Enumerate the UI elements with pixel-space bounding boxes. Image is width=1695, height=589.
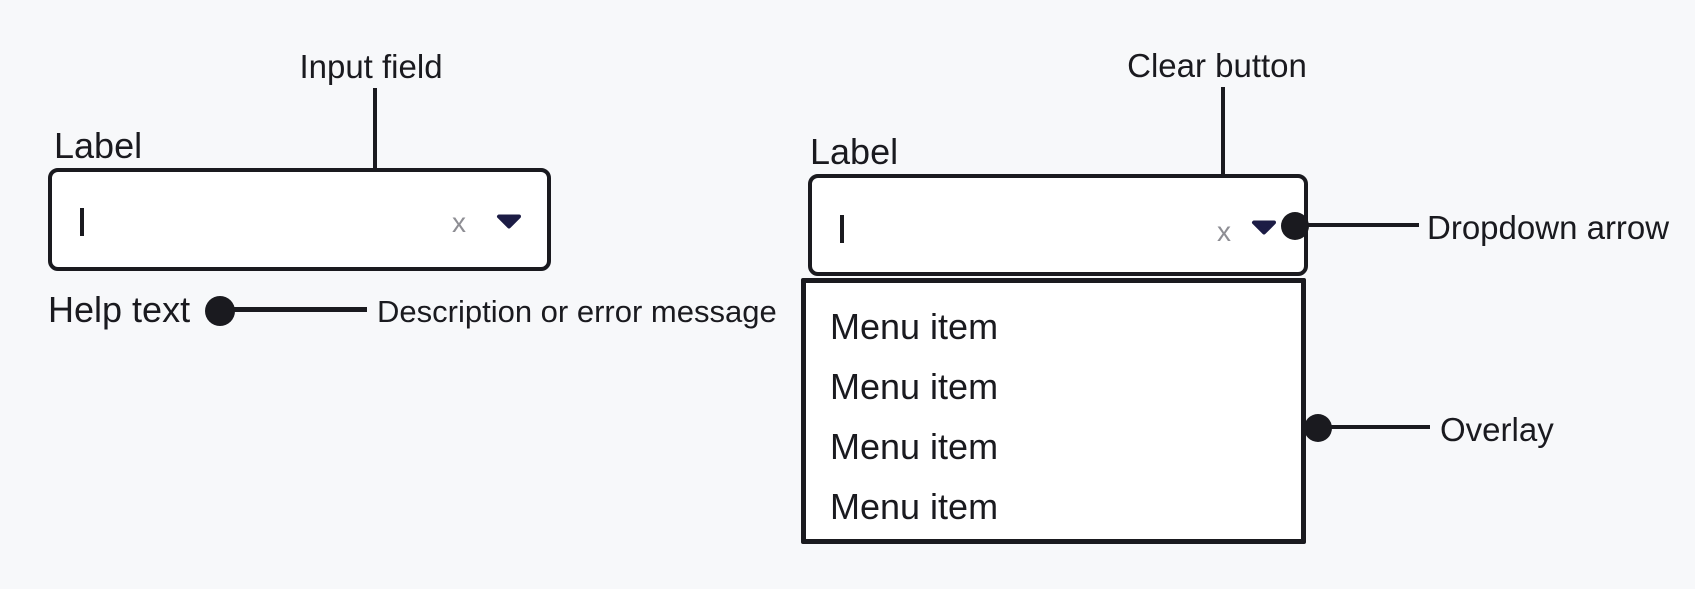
help-description-annotation-label: Description or error message [377, 294, 777, 329]
right-combobox-input[interactable] [808, 174, 1308, 276]
overlay-callout-dot [1304, 414, 1332, 442]
dropdown-arrow-annotation-label: Dropdown arrow [1427, 209, 1670, 246]
help-text-label: Help text [48, 289, 191, 330]
overlay-annotation-label: Overlay [1440, 411, 1554, 448]
left-clear-button[interactable]: x [452, 207, 466, 238]
dropdown-arrow-callout-dot [1281, 212, 1309, 240]
overlay-callout-line [1331, 425, 1430, 429]
menu-item[interactable]: Menu item [830, 366, 999, 407]
left-dropdown-arrow-icon[interactable] [496, 214, 522, 229]
text-cursor [80, 208, 84, 236]
text-cursor [840, 215, 844, 243]
input-field-annotation-label: Input field [299, 48, 443, 85]
menu-item[interactable]: Menu item [830, 486, 999, 527]
clear-button-annotation-label: Clear button [1127, 47, 1307, 84]
right-combobox-label: Label [810, 131, 899, 172]
right-clear-button[interactable]: x [1217, 216, 1231, 247]
menu-item[interactable]: Menu item [830, 426, 999, 467]
menu-overlay: Menu item Menu item Menu item Menu item [801, 278, 1306, 544]
right-dropdown-arrow-icon[interactable] [1251, 220, 1277, 235]
left-combobox-input[interactable] [48, 168, 551, 271]
menu-item[interactable]: Menu item [830, 306, 999, 347]
input-field-callout-line [373, 88, 377, 190]
clear-button-callout-line [1221, 87, 1225, 190]
help-text-callout-line [222, 307, 367, 312]
left-combobox-label: Label [54, 125, 143, 166]
dropdown-arrow-callout-line [1307, 223, 1419, 227]
